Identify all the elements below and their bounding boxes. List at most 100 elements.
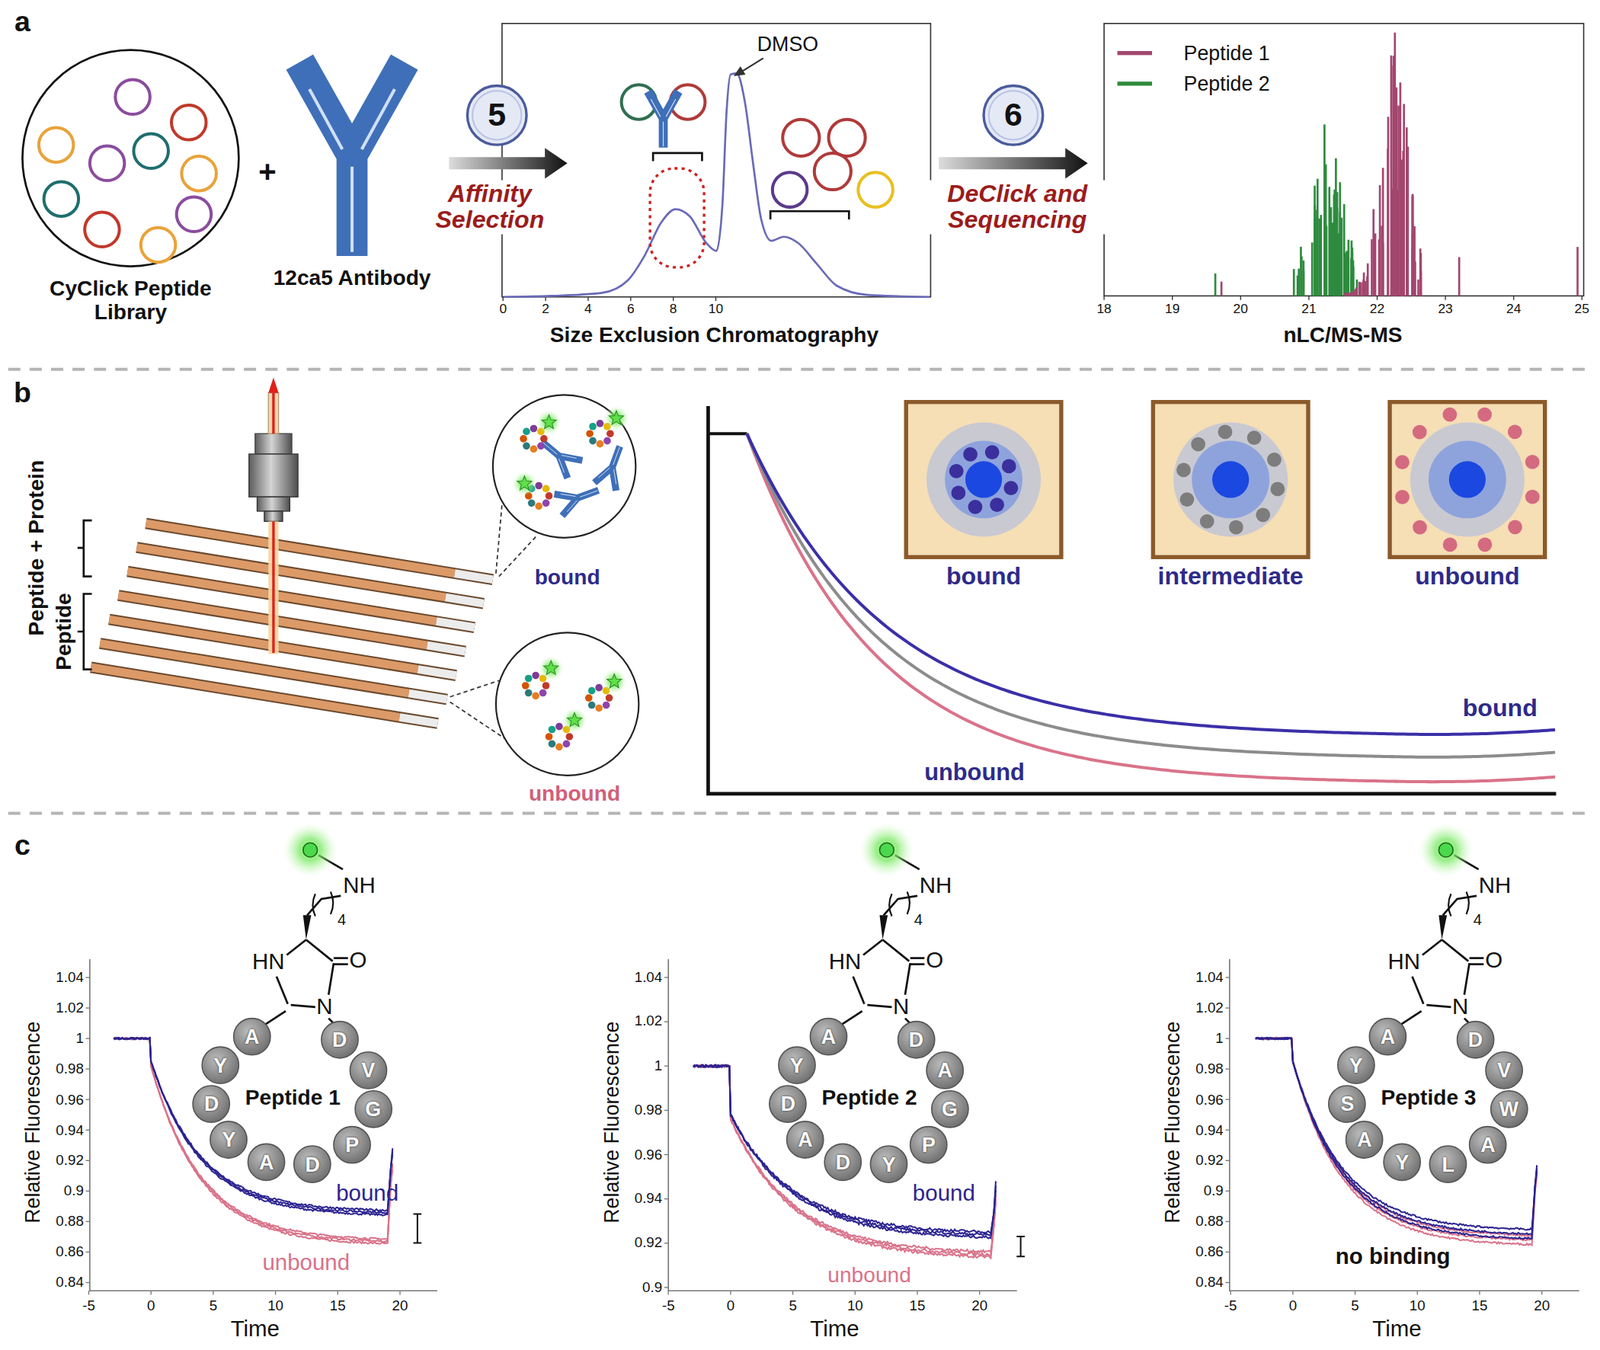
residue-disc <box>248 1144 285 1181</box>
residue-circle: Y <box>209 1120 249 1160</box>
axis-tick-label: 0.96 <box>634 1146 663 1163</box>
fluorescence-trace <box>693 1065 996 1256</box>
axis-tick <box>664 1020 669 1022</box>
residue-circle: A <box>786 1120 826 1160</box>
ms-peak <box>1333 194 1336 296</box>
group-bracket <box>77 593 93 669</box>
ms-peak <box>1315 209 1319 296</box>
residue-circle: A <box>1468 1125 1508 1165</box>
chemical-bond <box>1412 976 1424 1005</box>
amino-bead <box>545 732 554 741</box>
peptide-ring <box>171 105 207 141</box>
residue-circle: D <box>320 1020 359 1060</box>
ms-peak <box>1332 233 1335 296</box>
amino-bead <box>585 429 594 438</box>
axis-tick-label: 0.94 <box>634 1190 663 1207</box>
fluorescence-trace <box>1255 1037 1537 1246</box>
axis-tick-label: 20 <box>971 1298 988 1315</box>
peptide-dot <box>1270 482 1285 497</box>
ms-peak <box>1349 292 1352 296</box>
ms-peak <box>1313 185 1316 297</box>
capillary-outline <box>136 547 484 605</box>
fluor-glow <box>512 471 537 496</box>
antibody-chain <box>534 432 583 478</box>
ms-peak <box>1576 246 1579 296</box>
axis-tick <box>1103 295 1104 300</box>
residue-letter: L <box>1442 1152 1455 1175</box>
peptide-ring <box>181 156 217 192</box>
axis-tick <box>86 1007 90 1008</box>
axis-tick <box>664 976 669 978</box>
axis-tick-label: 1 <box>1215 1030 1223 1047</box>
curve-label: no binding <box>1335 1244 1451 1270</box>
capillary-tip <box>409 693 448 700</box>
ms-peak <box>1405 127 1408 296</box>
axis-tick-label: 20 <box>392 1298 409 1315</box>
axis-tick <box>1225 1099 1229 1101</box>
amino-bead <box>528 499 536 508</box>
ms-peak <box>1220 281 1223 297</box>
axis-tick-label: 1.02 <box>634 1014 663 1031</box>
axis-tick-label: 1.02 <box>55 1000 84 1017</box>
amino-bead <box>595 704 603 713</box>
ms-peak <box>1366 263 1370 297</box>
residue-circle: A <box>1368 1017 1408 1056</box>
axis-tick-label: 10 <box>1409 1298 1426 1315</box>
selection-highlight <box>649 168 704 268</box>
middle-zone <box>1428 441 1507 519</box>
amino-bead <box>602 701 611 710</box>
fraction-bracket <box>770 211 849 220</box>
amino-bead <box>524 689 533 698</box>
peptide-ring <box>857 172 893 208</box>
ms-peak <box>1374 233 1377 296</box>
ms-peak <box>1297 268 1300 297</box>
zoom-circle <box>496 632 640 776</box>
peptide-dot <box>1478 537 1493 552</box>
amino-bead <box>524 675 533 683</box>
residue-circle: S <box>1328 1084 1367 1124</box>
step-circle: 5 <box>465 83 529 148</box>
axis-tick-label: 6 <box>627 301 635 317</box>
chemical-bond <box>333 956 349 960</box>
axis-tick-label: 10 <box>267 1298 284 1315</box>
capillary-tip <box>445 597 484 604</box>
axis-tick <box>1230 1290 1232 1295</box>
state-drawing <box>908 403 1060 555</box>
chain-parenthesis <box>889 893 892 916</box>
residue-circle: V <box>348 1051 388 1091</box>
antibody-icon <box>594 442 631 491</box>
ms-peak <box>1402 103 1405 296</box>
atom-label: O <box>1484 947 1503 973</box>
peptide-dot <box>968 499 983 515</box>
axis-tick-label: 23 <box>1437 301 1453 317</box>
peptide-dot <box>1525 489 1540 505</box>
peptide-dot <box>1507 424 1523 439</box>
ms-peak <box>1323 124 1326 296</box>
peptide-dot <box>1507 519 1523 535</box>
plus-sign: + <box>258 154 276 189</box>
axis-tick-label: 0.84 <box>55 1274 84 1291</box>
axis-tick-label: 5 <box>1350 1298 1359 1315</box>
axis-tick <box>88 1290 90 1295</box>
residue-disc <box>926 1052 964 1089</box>
laser-line <box>272 393 275 435</box>
ms-peak <box>1338 182 1341 296</box>
capillary-sample <box>136 547 445 599</box>
panel-letter: c <box>14 830 31 862</box>
antibody-split <box>560 481 602 512</box>
leader-line <box>499 534 538 577</box>
ms-peak <box>1366 276 1369 297</box>
ms-peak <box>1347 292 1351 296</box>
fluorescence-trace <box>693 1065 996 1259</box>
peptide-ring <box>44 181 80 217</box>
fluor-star <box>541 414 557 429</box>
residue-disc <box>1469 1126 1507 1163</box>
residue-letter: A <box>244 1025 260 1048</box>
axis-tick <box>86 1282 90 1284</box>
residue-letter: Y <box>790 1053 804 1076</box>
axis-tick-label: 0.9 <box>642 1280 663 1296</box>
library-circle: CyClick Peptide Library <box>20 48 241 324</box>
residue-letter: A <box>1380 1025 1396 1048</box>
residue-letter: D <box>1468 1028 1483 1051</box>
capillary-outline <box>118 595 465 652</box>
